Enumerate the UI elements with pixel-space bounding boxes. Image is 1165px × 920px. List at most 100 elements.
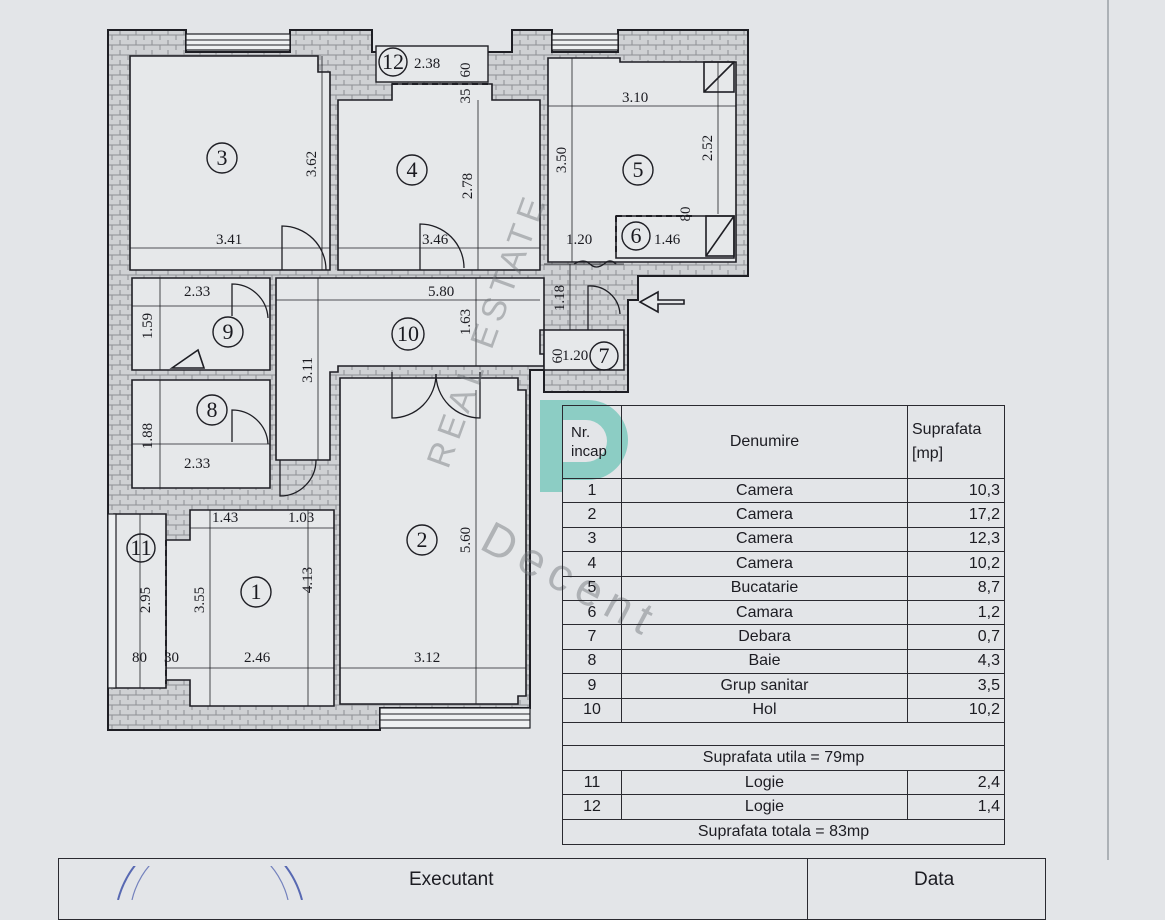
closet-7-floor: [543, 329, 625, 371]
dim-label: 1.20: [562, 348, 588, 364]
row-nr: 3: [562, 526, 622, 553]
dim-label: 5.60: [458, 527, 474, 553]
row-area: 10,2: [907, 551, 1005, 577]
row-name: Bucatarie: [621, 575, 908, 601]
room-4-floor: [337, 83, 541, 271]
row-name: Camera: [621, 502, 908, 528]
header-nr: Nr. incap: [562, 405, 622, 479]
dim-label: 3.50: [554, 147, 570, 173]
row-area: 8,7: [907, 575, 1005, 601]
row-area: 4,3: [907, 648, 1005, 675]
dim-label: 2.33: [184, 456, 210, 472]
room-1-floor: [165, 509, 335, 707]
row-name: Camera: [621, 477, 908, 504]
blank-row: [562, 721, 1005, 746]
dim-label: 3.46: [422, 232, 449, 248]
row-area: 10,3: [907, 477, 1005, 504]
dim-label: 1.63: [458, 309, 474, 335]
row-name: Baie: [621, 648, 908, 675]
header-area: Suprafata [mp]: [907, 405, 1005, 479]
dim-label: 2.33: [184, 284, 210, 300]
row-nr: 6: [562, 599, 622, 626]
stamp-seal: [117, 866, 303, 900]
dim-label: 1.03: [288, 510, 314, 526]
dim-label: 3.10: [622, 90, 648, 106]
dim-label: 80: [132, 650, 147, 666]
row-nr: 9: [562, 673, 622, 699]
row-name: Camera: [621, 526, 908, 553]
row-name: Debara: [621, 624, 908, 650]
dim-label: 30: [164, 650, 179, 666]
row-area: 3,5: [907, 673, 1005, 699]
room-label-2: 2: [417, 527, 428, 552]
useful-area-row: Suprafata utila = 79mp: [562, 744, 1005, 771]
executant-label: Executant: [409, 869, 494, 890]
total-area-row: Suprafata totala = 83mp: [562, 818, 1005, 845]
row-nr: 11: [562, 769, 622, 796]
room-label-3: 3: [217, 145, 228, 170]
room-9-floor: [131, 277, 271, 371]
header-nr-line2: incap: [571, 443, 607, 460]
dim-label: 3.62: [304, 151, 320, 177]
dim-label: 1.46: [654, 232, 681, 248]
dim-label: 60: [550, 349, 566, 364]
row-name: Logie: [621, 794, 908, 820]
header-area-line2: [mp]: [912, 445, 944, 462]
room-label-9: 9: [223, 319, 234, 344]
date-label: Data: [914, 869, 955, 890]
row-area: 10,2: [907, 697, 1005, 723]
executant-cell: Executant: [59, 859, 808, 919]
dim-label: 60: [458, 63, 474, 78]
header-name: Denumire: [621, 405, 908, 479]
dim-label: 3.41: [216, 232, 242, 248]
dim-label: 1.20: [566, 232, 592, 248]
row-nr: 4: [562, 551, 622, 577]
room-label-10: 10: [397, 321, 419, 346]
row-nr: 7: [562, 624, 622, 650]
room-8-floor: [131, 379, 271, 489]
row-nr: 10: [562, 697, 622, 723]
row-nr: 12: [562, 794, 622, 820]
room-label-5: 5: [633, 157, 644, 182]
header-nr-line1: Nr.: [571, 424, 591, 441]
dim-label: 1.43: [212, 510, 238, 526]
room-5-floor: [547, 57, 737, 263]
dim-label: 2.52: [700, 135, 716, 161]
row-area: 17,2: [907, 502, 1005, 528]
dim-label: 2.95: [138, 587, 154, 613]
row-name: Camera: [621, 551, 908, 577]
dim-label: 5.80: [428, 284, 454, 300]
entrance-arrow-icon: [638, 290, 685, 314]
dim-label: 80: [678, 207, 694, 222]
row-name: Hol: [621, 697, 908, 723]
room-2-floor: [339, 377, 527, 705]
row-name: Logie: [621, 769, 908, 796]
room-label-6: 6: [631, 223, 642, 248]
useful-area-total: Suprafata utila = 79mp: [562, 744, 1005, 771]
total-area: Suprafata totala = 83mp: [562, 818, 1005, 845]
floor-plan: REAL ESTATE Decent 3 4 5 6 9 10 8 1 2 7 …: [107, 0, 1109, 860]
dim-label: 1.59: [140, 313, 156, 339]
room-label-11: 11: [130, 535, 151, 560]
row-area: 2,4: [907, 769, 1005, 796]
dim-label: 2.78: [460, 173, 476, 199]
row-nr: 8: [562, 648, 622, 675]
dim-label: 3.12: [414, 650, 440, 666]
row-nr: 1: [562, 477, 622, 504]
dim-label: 4.13: [300, 567, 316, 593]
dim-label: 2.38: [414, 56, 440, 72]
row-nr: 2: [562, 502, 622, 528]
row-area: 1,4: [907, 794, 1005, 820]
dim-label: 35: [458, 89, 474, 104]
row-nr: 5: [562, 575, 622, 601]
